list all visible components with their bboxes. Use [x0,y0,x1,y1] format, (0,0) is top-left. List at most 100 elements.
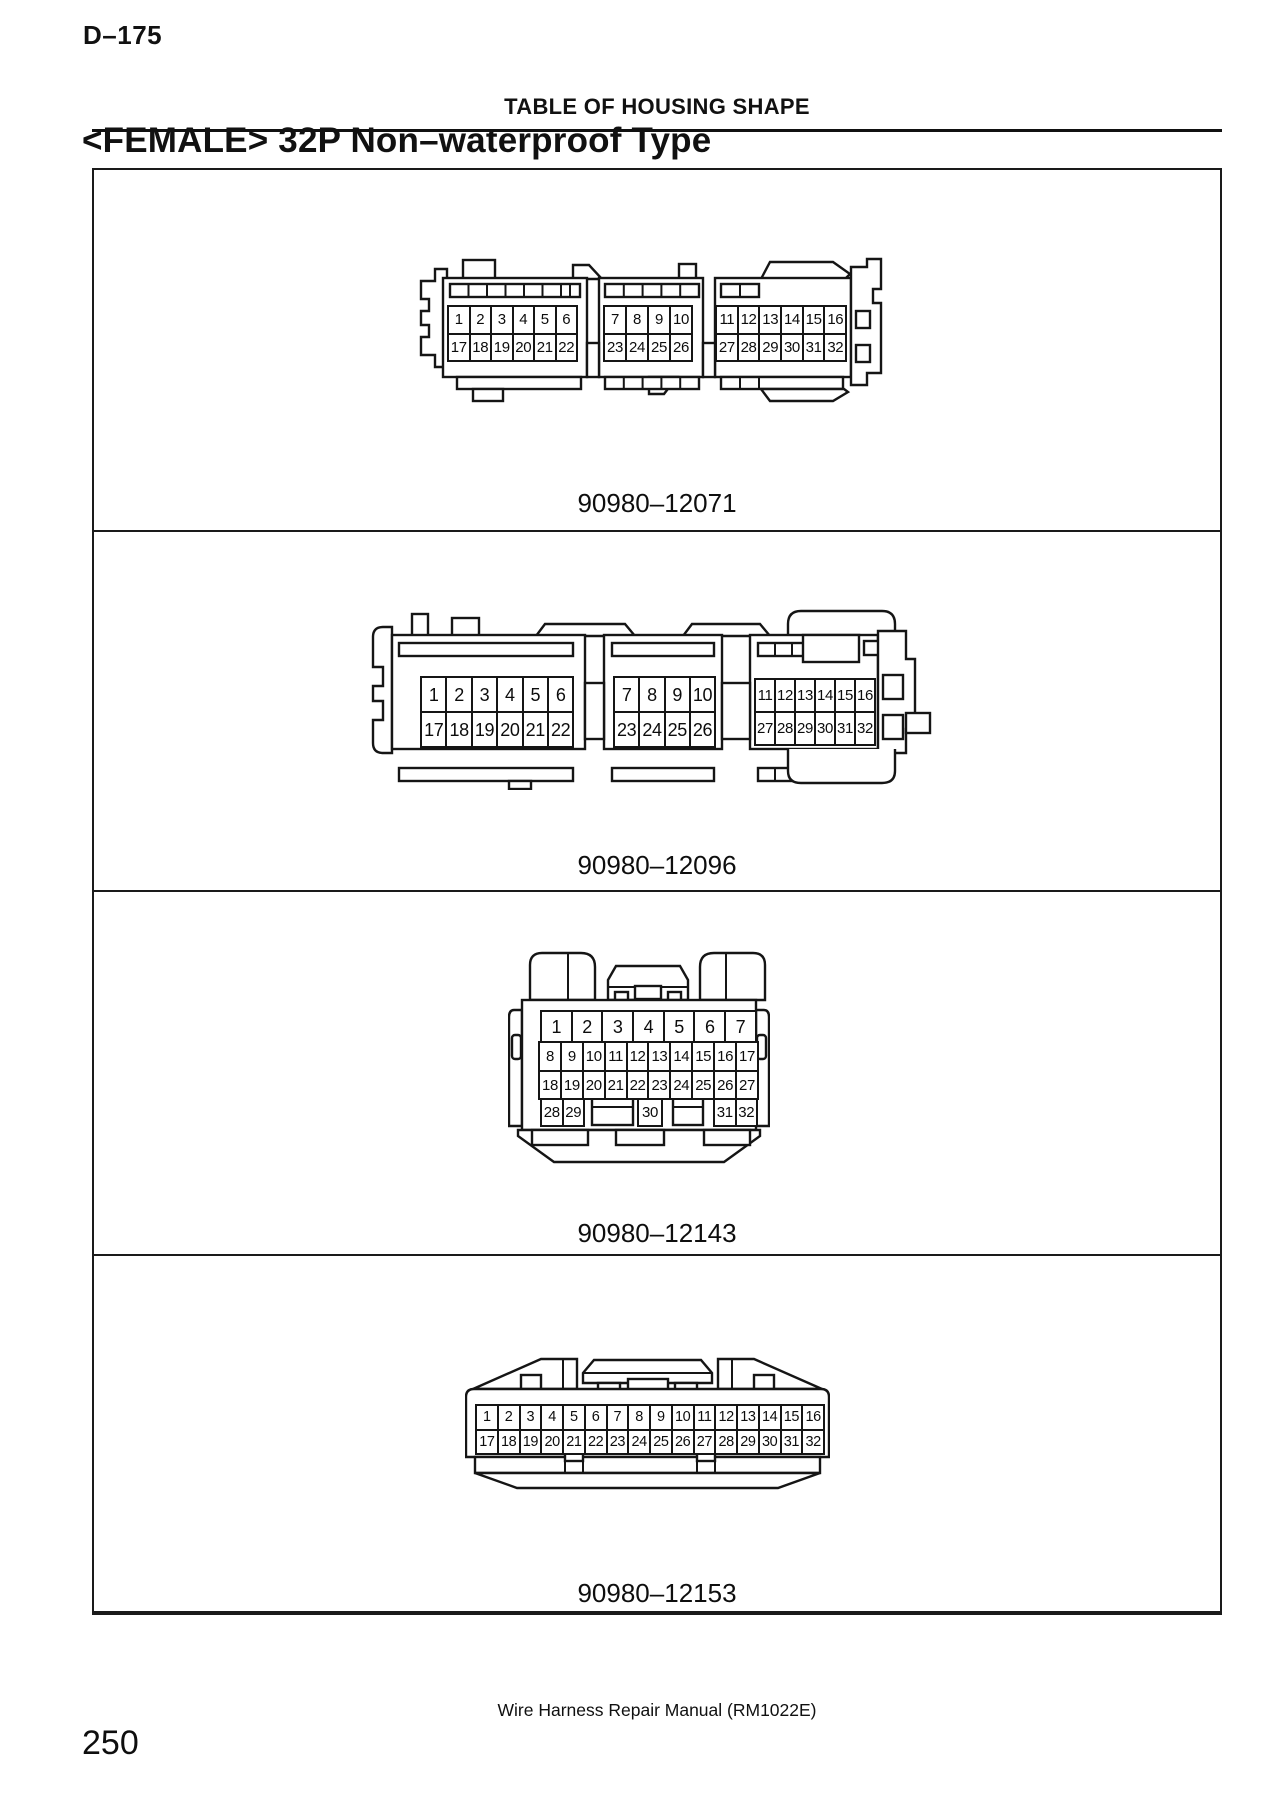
pin-cell: 21 [605,1072,628,1100]
pin-cell: 24 [627,334,649,362]
pin-cell: 15 [836,680,856,713]
pin-cell: 9 [665,678,691,713]
pin-cell: 16 [715,1043,738,1072]
pin-cell: 3 [603,1012,635,1043]
pin-cell: 4 [498,678,524,713]
page-number: 250 [82,1724,139,1762]
section-title: TABLE OF HOUSING SHAPE [504,94,810,119]
pin-cell: 19 [520,1430,543,1455]
pin-cell: 18 [447,713,473,748]
pin-cell: 16 [825,307,848,335]
pin-cell: 3 [520,1406,543,1431]
pin-cell: 20 [542,1430,564,1455]
pin-cell: 16 [803,1406,825,1431]
pin-cell: 2 [447,678,473,713]
pin-cell: 8 [627,307,649,335]
pin-cell: 21 [535,334,557,362]
pin-cell: 10 [583,1043,606,1072]
pin-cell: 17 [449,334,471,362]
pin-cell: 28 [776,713,796,746]
pin-cell: 22 [585,1430,608,1455]
row-divider [92,1254,1222,1257]
pin-cell: 25 [665,713,691,748]
footer-text: Wire Harness Repair Manual (RM1022E) [497,1700,817,1720]
pin-cell: 11 [694,1406,717,1431]
pin-cell: 27 [694,1430,717,1455]
pin-cell: 7 [605,307,627,335]
pin-cell: 31 [781,1430,804,1455]
pin-cell: 30 [816,713,836,746]
pin-cell: 25 [693,1072,716,1100]
pin-cell: 12 [738,307,761,335]
pin-cell: 18 [470,334,492,362]
pin-cell: 26 [715,1072,738,1100]
pin-cell: 12 [627,1043,650,1072]
pin-cell: 23 [649,1072,672,1100]
pin-cell: 22 [556,334,578,362]
pin-cell: 17 [737,1043,759,1072]
pin-cell: 13 [796,680,816,713]
pin-cell: 11 [717,307,739,335]
pin-cell: 4 [542,1406,564,1431]
pin-cell: 32 [825,334,848,362]
pin-cell: 3 [472,678,499,713]
pin-cell: 16 [856,680,876,713]
pin-cell: 31 [803,334,826,362]
pin-cell: 31 [836,713,856,746]
pin-cell: 17 [422,713,448,748]
pin-cell: 4 [634,1012,665,1043]
pin-cell: 24 [671,1072,694,1100]
pin-cell: 15 [693,1043,716,1072]
pin-grid: 30 [637,1098,663,1127]
pin-cell: 18 [540,1072,562,1100]
pin-cell: 14 [816,680,836,713]
pin-cell: 27 [717,334,739,362]
row-divider [92,530,1222,533]
pin-cell: 5 [535,307,557,335]
pin-cell: 3 [492,307,514,335]
pin-cell: 18 [498,1430,521,1455]
pin-cell: 2 [572,1012,604,1043]
pin-cell: 24 [629,1430,651,1455]
pin-cell: 32 [736,1100,758,1127]
pin-cell: 5 [664,1012,696,1043]
pin-cell: 30 [782,334,804,362]
pin-cell: 5 [523,678,549,713]
pin-cell: 29 [738,1430,760,1455]
pin-cell: 12 [716,1406,738,1431]
pin-cell: 23 [615,713,641,748]
pin-cell: 19 [492,334,514,362]
pin-cell: 9 [561,1043,584,1072]
header-rule [92,129,1222,132]
pin-cell: 25 [649,334,671,362]
part-number-label: 90980–12071 [577,488,737,518]
pin-cell: 8 [640,678,666,713]
pin-cell: 1 [449,307,471,335]
pin-cell: 31 [715,1100,737,1127]
pin-cell: 1 [422,678,448,713]
pin-cell: 4 [513,307,535,335]
pin-cell: 29 [760,334,783,362]
part-number-label: 90980–12143 [577,1218,737,1248]
pin-cell: 1 [542,1012,573,1043]
pin-cell: 9 [649,307,671,335]
pin-cell: 22 [548,713,575,748]
row-divider [92,890,1222,893]
pin-cell: 5 [564,1406,586,1431]
pin-cell: 21 [523,713,549,748]
pin-cell: 7 [615,678,641,713]
pin-cell: 28 [716,1430,738,1455]
page-ref: D–175 [83,20,163,50]
